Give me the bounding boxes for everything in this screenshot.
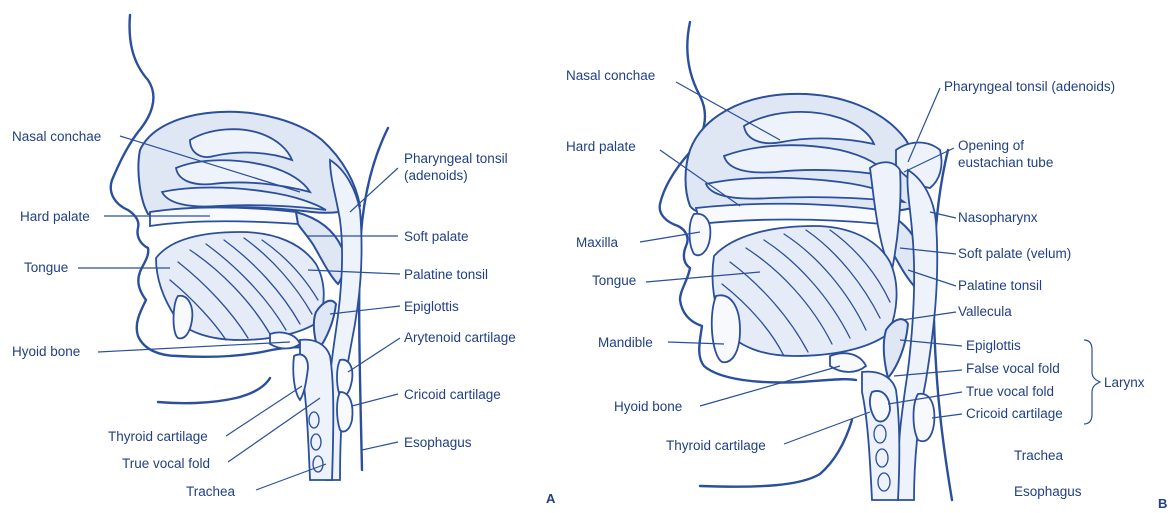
panel-a-neck-back xyxy=(359,128,388,470)
panel-b-label-true-vocal-fold: True vocal fold xyxy=(966,383,1054,400)
panel-b-maxilla xyxy=(690,214,711,255)
panel-a-label-cricoid-cartilage: Cricoid cartilage xyxy=(404,386,501,403)
panel-a-arytenoid xyxy=(337,360,352,397)
panel-b-epiglottis xyxy=(884,319,908,378)
panel-a-letter: A xyxy=(546,491,555,506)
panel-a-label-nasal-conchae: Nasal conchae xyxy=(12,128,101,145)
panel-b-label-soft-palate-velum: Soft palate (velum) xyxy=(958,245,1071,262)
panel-a-neck-front xyxy=(158,378,270,403)
panel-b-label-eustachian-tube: eustachian tube xyxy=(958,154,1053,171)
panel-a-label-hyoid-bone: Hyoid bone xyxy=(12,343,80,360)
panel-b-label-nasal-conchae: Nasal conchae xyxy=(566,67,655,84)
panel-b-hyoid xyxy=(830,353,866,372)
panel-b-label-false-vocal-fold: False vocal fold xyxy=(966,360,1060,377)
panel-b-label-palatine-tonsil: Palatine tonsil xyxy=(958,277,1042,294)
panel-b-label-maxilla: Maxilla xyxy=(576,234,618,251)
panel-a-label-epiglottis: Epiglottis xyxy=(404,298,459,315)
panel-b-label-hyoid-bone: Hyoid bone xyxy=(614,398,682,415)
panel-b-label-nasopharynx: Nasopharynx xyxy=(958,209,1038,226)
panel-b-label-epiglottis: Epiglottis xyxy=(966,337,1021,354)
panel-a-cricoid xyxy=(337,392,353,432)
panel-b-larynx-bracket xyxy=(1084,340,1100,424)
panel-a-label-hard-palate: Hard palate xyxy=(20,208,90,225)
panel-b-label-pharyngeal-tonsil: Pharyngeal tonsil (adenoids) xyxy=(944,78,1115,95)
panel-b-label-mandible: Mandible xyxy=(598,334,653,351)
panel-b-letter: B xyxy=(1158,496,1167,511)
panel-a-label-soft-palate: Soft palate xyxy=(404,228,469,245)
panel-b-label-esophagus: Esophagus xyxy=(1014,483,1082,500)
panel-b-mandible xyxy=(712,295,740,362)
panel-a-label-adenoids: (adenoids) xyxy=(404,167,468,184)
panel-a-label-tongue: Tongue xyxy=(24,259,68,276)
panel-a-label-pharyngeal-tonsil: Pharyngeal tonsil xyxy=(404,150,508,167)
panel-a-label-arytenoid-cartilage: Arytenoid cartilage xyxy=(404,329,516,346)
panel-b-label-trachea: Trachea xyxy=(1014,447,1063,464)
panel-b-label-larynx: Larynx xyxy=(1104,374,1145,391)
panel-a-label-thyroid-cartilage: Thyroid cartilage xyxy=(108,428,208,445)
panel-a-label-true-vocal-fold: True vocal fold xyxy=(122,455,210,472)
panel-a-mandible xyxy=(174,296,193,339)
panel-b-label-hard-palate: Hard palate xyxy=(566,138,636,155)
panel-a-label-esophagus: Esophagus xyxy=(404,434,472,451)
panel-a-hyoid xyxy=(270,332,300,348)
panel-b-label-tongue: Tongue xyxy=(592,272,636,289)
panel-b-label-opening-of: Opening of xyxy=(958,137,1024,154)
panel-a-label-trachea: Trachea xyxy=(186,483,235,500)
panel-b-label-cricoid-cartilage: Cricoid cartilage xyxy=(966,405,1063,422)
panel-b-label-thyroid-cartilage: Thyroid cartilage xyxy=(666,437,766,454)
panel-b-hard-palate xyxy=(696,204,882,224)
panel-b-neck-back xyxy=(934,150,952,500)
panel-b-label-vallecula: Vallecula xyxy=(958,303,1012,320)
panel-a-label-palatine-tonsil: Palatine tonsil xyxy=(404,266,488,283)
panel-b-cricoid xyxy=(914,394,935,441)
panel-a-hard-palate xyxy=(150,208,298,227)
